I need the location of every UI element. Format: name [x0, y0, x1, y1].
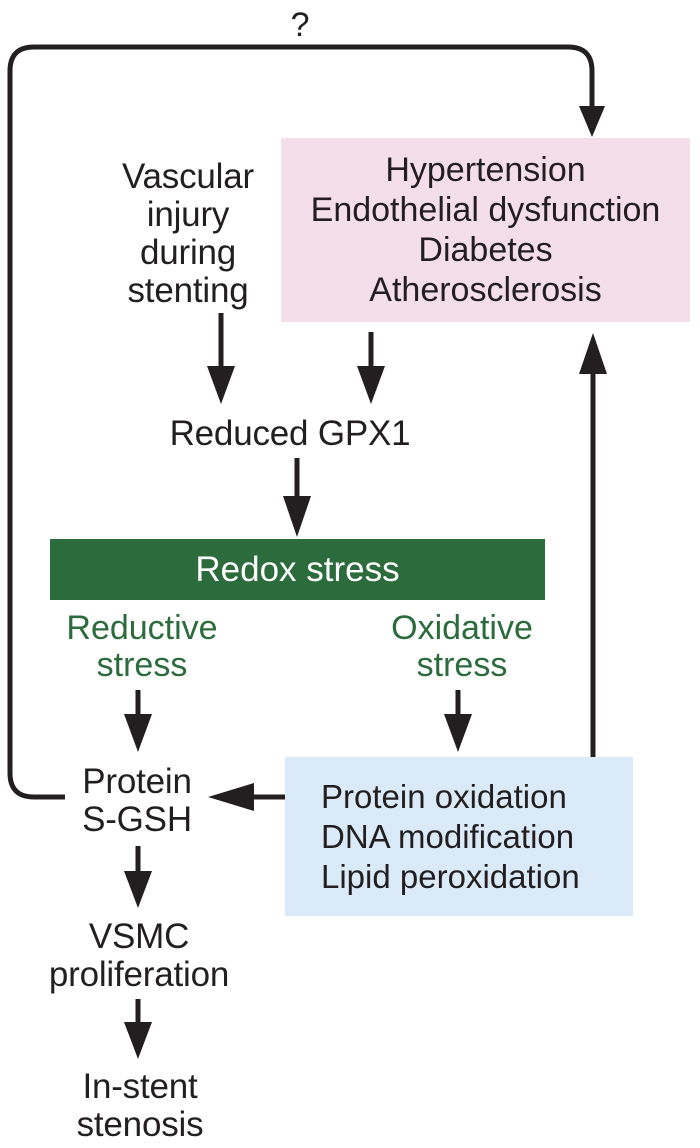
- edge-reduced-gpx1-to-redox-stress: [283, 458, 311, 537]
- risk-factor-item: Hypertension: [385, 151, 586, 189]
- risk-factor-item: Diabetes: [418, 231, 553, 269]
- risk-factor-item: Atherosclerosis: [369, 271, 602, 309]
- node-risk-factors-box: Hypertension Endothelial dysfunction Dia…: [281, 138, 690, 322]
- node-reduced-gpx1: Reduced GPX1: [169, 414, 411, 453]
- node-in-stent-stenosis: In-stent stenosis: [76, 1067, 204, 1144]
- edge-reductive-stress-to-protein-sgsh: [124, 690, 152, 752]
- oxidative-damage-item: Protein oxidation: [321, 777, 567, 815]
- node-oxidative-stress: Oxidative stress: [391, 609, 533, 684]
- node-protein-s-gsh: Protein S-GSH: [82, 762, 192, 839]
- node-vsmc-proliferation: VSMC proliferation: [48, 917, 230, 994]
- edge-oxidative-stress-to-damage: [444, 690, 472, 752]
- node-redox-stress-bar: Redox stress: [50, 539, 545, 600]
- edge-vascular-injury-to-reduced-gpx1: [207, 313, 235, 404]
- edge-damage-to-risk-factors-feedback: [579, 333, 607, 757]
- node-oxidative-damage-box: Protein oxidation DNA modification Lipid…: [285, 757, 633, 916]
- redox-stress-label: Redox stress: [195, 549, 400, 589]
- edge-protein-sgsh-to-vsmc: [124, 846, 152, 908]
- node-reductive-stress: Reductive stress: [66, 609, 218, 684]
- loop-question-mark-label: ?: [290, 6, 310, 44]
- edge-risk-factors-to-reduced-gpx1: [357, 332, 385, 404]
- edge-protein-sgsh-to-risk-factors-question-loop: [7, 44, 605, 800]
- oxidative-damage-item: Lipid peroxidation: [321, 857, 580, 895]
- node-vascular-injury: Vascular injury during stenting: [122, 157, 254, 310]
- risk-factor-item: Endothelial dysfunction: [310, 191, 661, 229]
- oxidative-damage-item: DNA modification: [321, 817, 575, 855]
- edge-vsmc-to-in-stent-stenosis: [124, 999, 152, 1059]
